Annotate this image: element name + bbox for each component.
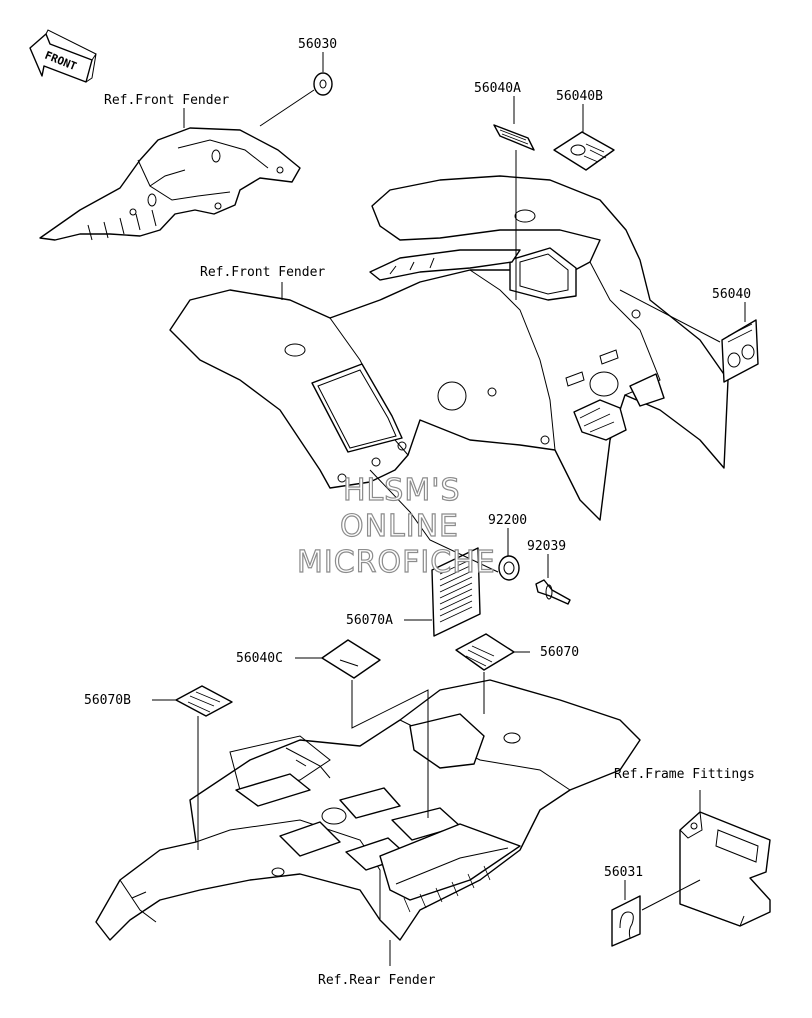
label-56040b: 56040B — [556, 89, 603, 104]
label-92200: 92200 — [488, 513, 527, 528]
part-56031-label — [611, 895, 641, 947]
rear-fender — [95, 679, 641, 941]
label-56040c: 56040C — [236, 651, 283, 666]
ref-front-fender: Ref.Front Fender — [200, 265, 325, 280]
ref-rear-fender: Ref.Rear Fender — [318, 973, 436, 988]
part-56070b-label — [175, 685, 233, 717]
watermark-line-3: MICROFICHE — [297, 545, 496, 580]
watermark-line-1: HLSM'S — [343, 473, 461, 508]
label-56031: 56031 — [604, 865, 643, 880]
front-arrow-icon: FRONT — [29, 29, 97, 83]
part-56040-label — [721, 319, 759, 383]
label-92039: 92039 — [527, 539, 566, 554]
label-56040: 56040 — [712, 287, 751, 302]
part-56040c-label — [321, 639, 381, 679]
part-56040a-label — [493, 124, 535, 151]
frame-fitting-bracket — [679, 811, 771, 927]
part-56070-label — [455, 633, 515, 671]
part-92200-grommet — [498, 555, 520, 581]
watermark: HLSM'S ONLINE MICROFICHE — [296, 472, 496, 580]
part-56040b-label — [553, 131, 615, 171]
label-56070: 56070 — [540, 645, 579, 660]
part-56030-washer — [313, 72, 333, 96]
ref-front-fender-top: Ref.Front Fender — [104, 93, 229, 108]
label-56070a: 56070A — [346, 613, 393, 628]
front-fender-main — [169, 175, 729, 521]
part-92039-pin — [535, 579, 571, 605]
label-56070b: 56070B — [84, 693, 131, 708]
label-56040a: 56040A — [474, 81, 521, 96]
leader-lines — [152, 52, 746, 966]
ref-frame-fittings: Ref.Frame Fittings — [614, 767, 755, 782]
label-56030: 56030 — [298, 37, 337, 52]
front-fender-small — [39, 127, 301, 241]
watermark-line-2: ONLINE — [340, 509, 459, 544]
